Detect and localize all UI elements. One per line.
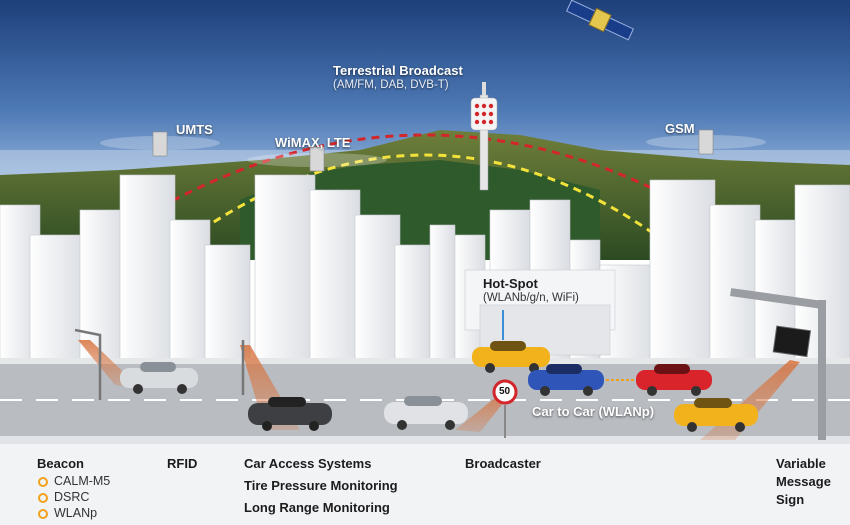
beacon-item-label: WLANp — [54, 506, 98, 520]
long-range-monitoring: Long Range Monitoring — [244, 500, 390, 515]
umts-label: UMTS — [176, 122, 213, 137]
car-dark — [248, 397, 332, 431]
speed-limit-value: 50 — [499, 386, 511, 397]
car-red — [636, 364, 712, 396]
vms-title-line-1: Variable — [776, 456, 826, 471]
bullet-icon — [38, 508, 48, 519]
speed-limit-sign — [492, 379, 518, 438]
vms-title-line-3: Sign — [776, 492, 805, 507]
beacon-item-2: DSRC — [38, 489, 89, 505]
terrestrial-broadcast-sub: (AM/FM, DAB, DVB-T) — [333, 79, 449, 91]
broadcaster-title: Broadcaster — [465, 456, 541, 471]
car-silver-1 — [120, 362, 198, 394]
rfid-title: RFID — [167, 456, 198, 471]
hotspot-sub: (WLANb/g/n, WiFi) — [483, 292, 579, 304]
car-yellow-hotspot — [472, 341, 550, 373]
car-silver-2 — [384, 396, 468, 430]
bullet-icon — [38, 476, 48, 487]
satellite-icon — [565, 0, 635, 41]
beacon-item-3: WLANp — [38, 505, 97, 521]
umts-antenna-icon — [152, 131, 168, 157]
car-access-systems: Car Access Systems — [244, 456, 372, 471]
terrestrial-broadcast-title: Terrestrial Broadcast — [333, 63, 463, 78]
wimax-label: WiMAX, LTE — [275, 135, 351, 150]
hotspot-title: Hot-Spot — [483, 276, 538, 291]
gsm-antenna-icon — [698, 129, 714, 155]
tire-pressure-monitoring: Tire Pressure Monitoring — [244, 478, 398, 493]
beacon-item-label: DSRC — [54, 490, 90, 504]
beacon-item-label: CALM-M5 — [54, 474, 111, 488]
gsm-label: GSM — [665, 121, 695, 136]
vms-gantry-icon — [730, 288, 827, 440]
vms-title-line-2: Message — [776, 474, 831, 489]
car-yellow-front — [674, 398, 758, 432]
beacon-item-1: CALM-M5 — [38, 473, 110, 489]
legend-panel — [0, 444, 850, 525]
bullet-icon — [38, 492, 48, 503]
car-to-car-label: Car to Car (WLANp) — [532, 404, 655, 419]
broadcast-tower-icon — [470, 82, 498, 191]
wimax-antenna-icon — [309, 146, 325, 172]
beacon-pole-icon — [74, 328, 245, 400]
beacon-title: Beacon — [37, 456, 84, 471]
car-blue — [528, 364, 604, 396]
